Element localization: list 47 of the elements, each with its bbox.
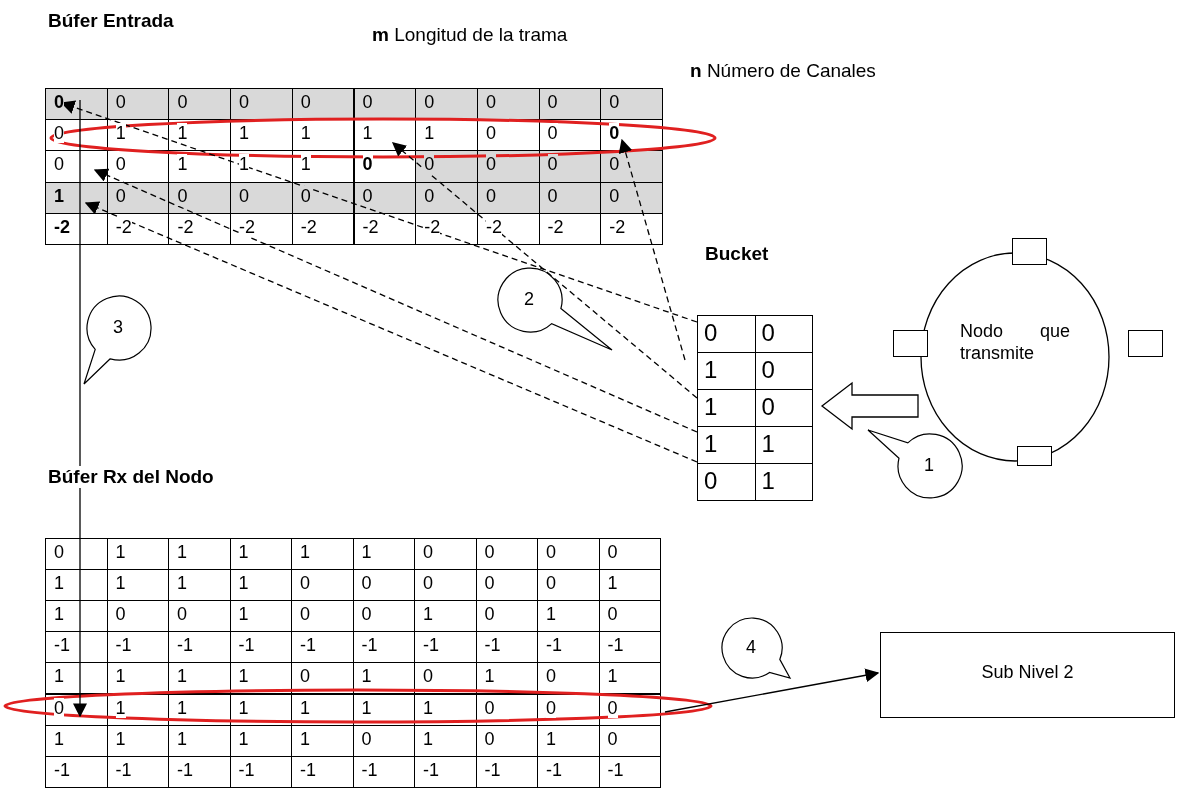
table-cell: 0: [230, 181, 293, 214]
table-cell: -2: [291, 212, 355, 245]
table-cell: 0: [415, 181, 478, 214]
table-cell: 0: [45, 88, 108, 121]
table-cell: 0: [697, 463, 756, 501]
port-box: [1128, 330, 1163, 357]
table-cell: 0: [600, 88, 663, 121]
process-box: Sub Nivel 2: [880, 632, 1175, 718]
table-cell: 1: [754, 463, 813, 501]
table-cell: 0: [106, 88, 170, 121]
block-arrow: [820, 381, 919, 431]
leader-line: [93, 168, 698, 433]
port-box: [1017, 446, 1052, 466]
table-cell: 0: [168, 181, 232, 214]
port-box: [893, 330, 928, 357]
note-text: m Longitud de la trama: [372, 24, 568, 46]
table-cell: 0: [476, 181, 540, 214]
table-cell: 0: [600, 150, 663, 183]
leader-line: [618, 138, 686, 361]
callout-number: 4: [746, 637, 756, 658]
callout-number: 2: [524, 289, 534, 310]
callout-number: 3: [113, 317, 123, 338]
table-cell: 0: [754, 315, 813, 353]
table-cell: -1: [598, 755, 661, 788]
table-cell: 0: [476, 88, 540, 121]
table-cell: -2: [600, 212, 663, 245]
table-cell: 0: [600, 181, 663, 214]
table-cell: 0: [230, 88, 293, 121]
table-cell: 0: [168, 88, 232, 121]
callout-number: 1: [924, 455, 934, 476]
table-heading: Búfer Rx del Nodo: [48, 466, 214, 488]
port-box: [1012, 238, 1047, 265]
table-cell: -1: [45, 755, 108, 788]
arrow: [73, 99, 87, 718]
node-label: Nodo que transmite: [960, 320, 1070, 364]
table-cell: 0: [415, 88, 478, 121]
table-cell: 0: [45, 538, 108, 571]
table-cell: 0: [415, 150, 478, 183]
table-cell: 0: [538, 88, 602, 121]
table-cell: 0: [291, 88, 355, 121]
table-cell: 0: [697, 315, 756, 353]
note-text: n Número de Canales: [690, 60, 876, 82]
leader-line: [391, 142, 698, 399]
table-cell: 0: [598, 538, 661, 571]
leader-line: [84, 201, 698, 463]
table-cell: -2: [45, 212, 108, 245]
table-cell: 1: [45, 662, 108, 695]
